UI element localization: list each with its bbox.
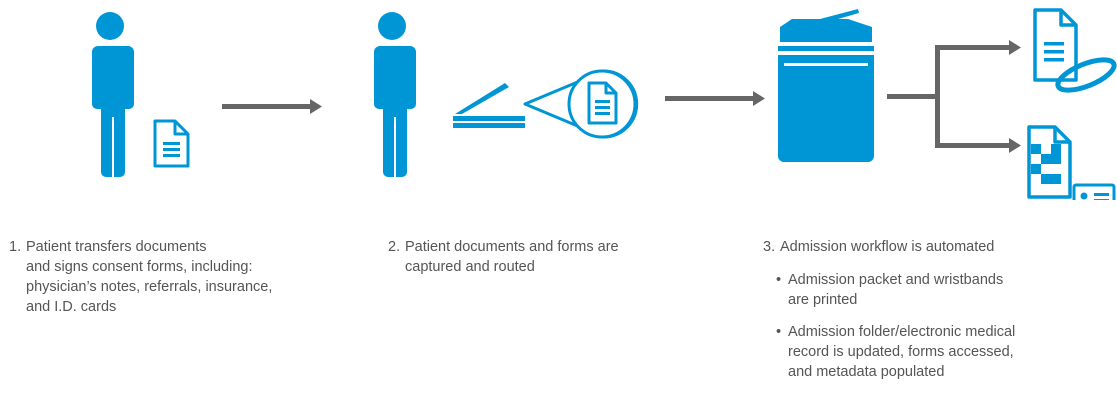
bullet-text: Admission folder/electronic medical reco… — [788, 324, 1016, 380]
step-1-caption: 1. Patient transfers documents and signs… — [9, 237, 349, 317]
bullet-icon: • — [776, 324, 782, 340]
step-description: Patient documents and forms are captured… — [405, 239, 619, 275]
document-magnifier-icon — [523, 69, 639, 139]
arrow-step1-to-step2 — [222, 99, 322, 114]
electronic-record-with-id-card-icon — [1027, 125, 1116, 200]
list-item: • Admission packet and wristbands are pr… — [776, 270, 1103, 310]
multifunction-printer-icon — [778, 9, 874, 162]
person-icon — [374, 12, 416, 177]
flatbed-scanner-icon — [453, 83, 525, 128]
document-with-wristband-icon — [1033, 8, 1117, 93]
step-2-caption: 2. Patient documents and forms are captu… — [388, 237, 708, 277]
step-number: 2. — [388, 239, 401, 255]
branch-arrows — [887, 40, 1021, 153]
step-description: Patient transfers documents and signs co… — [26, 239, 273, 315]
document-icon — [153, 119, 190, 168]
bullet-icon: • — [776, 272, 782, 288]
step-3-caption: 3. Admission workflow is automated • Adm… — [763, 237, 1103, 394]
list-item: • Admission folder/electronic medical re… — [776, 322, 1103, 382]
step-3-bullet-list: • Admission packet and wristbands are pr… — [763, 270, 1103, 382]
arrow-step2-to-step3 — [665, 91, 765, 106]
person-icon — [92, 12, 134, 177]
step-description: Admission workflow is automated — [780, 239, 995, 255]
step-number: 1. — [9, 239, 22, 255]
step-number: 3. — [763, 239, 776, 255]
bullet-text: Admission packet and wristbands are prin… — [788, 272, 1004, 308]
workflow-diagram — [92, 8, 1117, 200]
